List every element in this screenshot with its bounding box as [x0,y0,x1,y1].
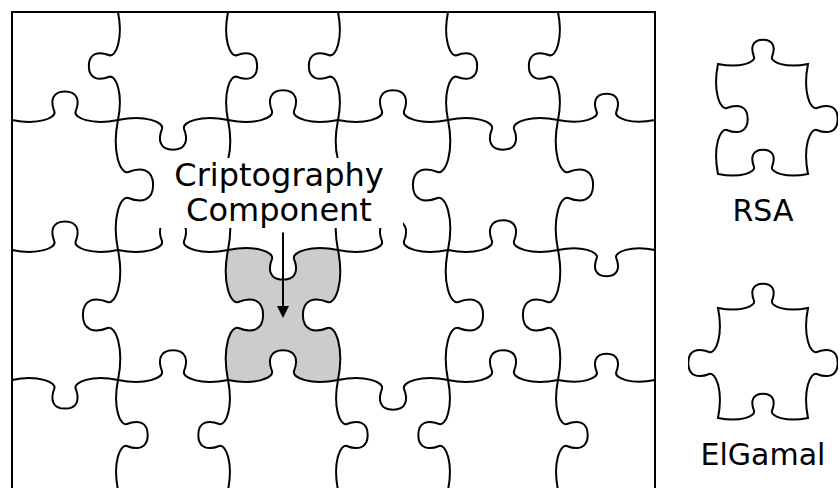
puzzle-cut [228,350,338,382]
algorithm-name: ElGamal [688,438,838,473]
puzzle-cut [89,12,120,120]
puzzle-cut [446,250,483,380]
puzzle-cut [12,91,118,121]
puzzle-cut [336,380,368,488]
component-label: Criptography Component [155,158,403,228]
puzzle-cut [12,221,118,251]
puzzle-cut [226,250,263,380]
puzzle-cut [12,378,118,408]
puzzle-cut [448,350,558,382]
puzzle-piece: RSA [688,34,838,233]
puzzle-cut [418,380,450,488]
puzzle-cut [83,250,120,380]
puzzle-cut [338,90,448,122]
puzzle-cut [118,118,228,150]
puzzle-cut [338,378,448,410]
puzzle-cut [116,380,148,488]
puzzle-cut [118,350,228,382]
puzzle-cut [309,12,340,120]
puzzle-cut [228,90,338,122]
pointer-arrow [277,232,289,318]
puzzle-cut [448,220,558,252]
piece-shape [716,40,838,176]
puzzle-cut [523,250,560,380]
puzzle-cuts [12,12,655,488]
puzzle-cut [413,120,450,250]
puzzle-frame [12,12,655,488]
pointer-head [277,306,289,318]
puzzle-cut [226,12,257,120]
puzzle-cut [556,120,593,250]
puzzle-cut [558,94,655,122]
puzzle-piece: ElGamal [688,278,838,477]
puzzle-cut [529,12,560,120]
puzzle-cut [558,248,655,276]
puzzle-cut [556,380,588,488]
puzzle-cut [446,12,477,120]
puzzle-cut [558,354,655,382]
puzzle-cut [303,250,340,380]
puzzle-cut [198,380,230,488]
pointer-line [282,232,284,308]
puzzle-cut [448,118,558,150]
algorithm-name: RSA [688,194,838,229]
piece-shape [688,284,837,420]
puzzle-cut [116,120,153,250]
